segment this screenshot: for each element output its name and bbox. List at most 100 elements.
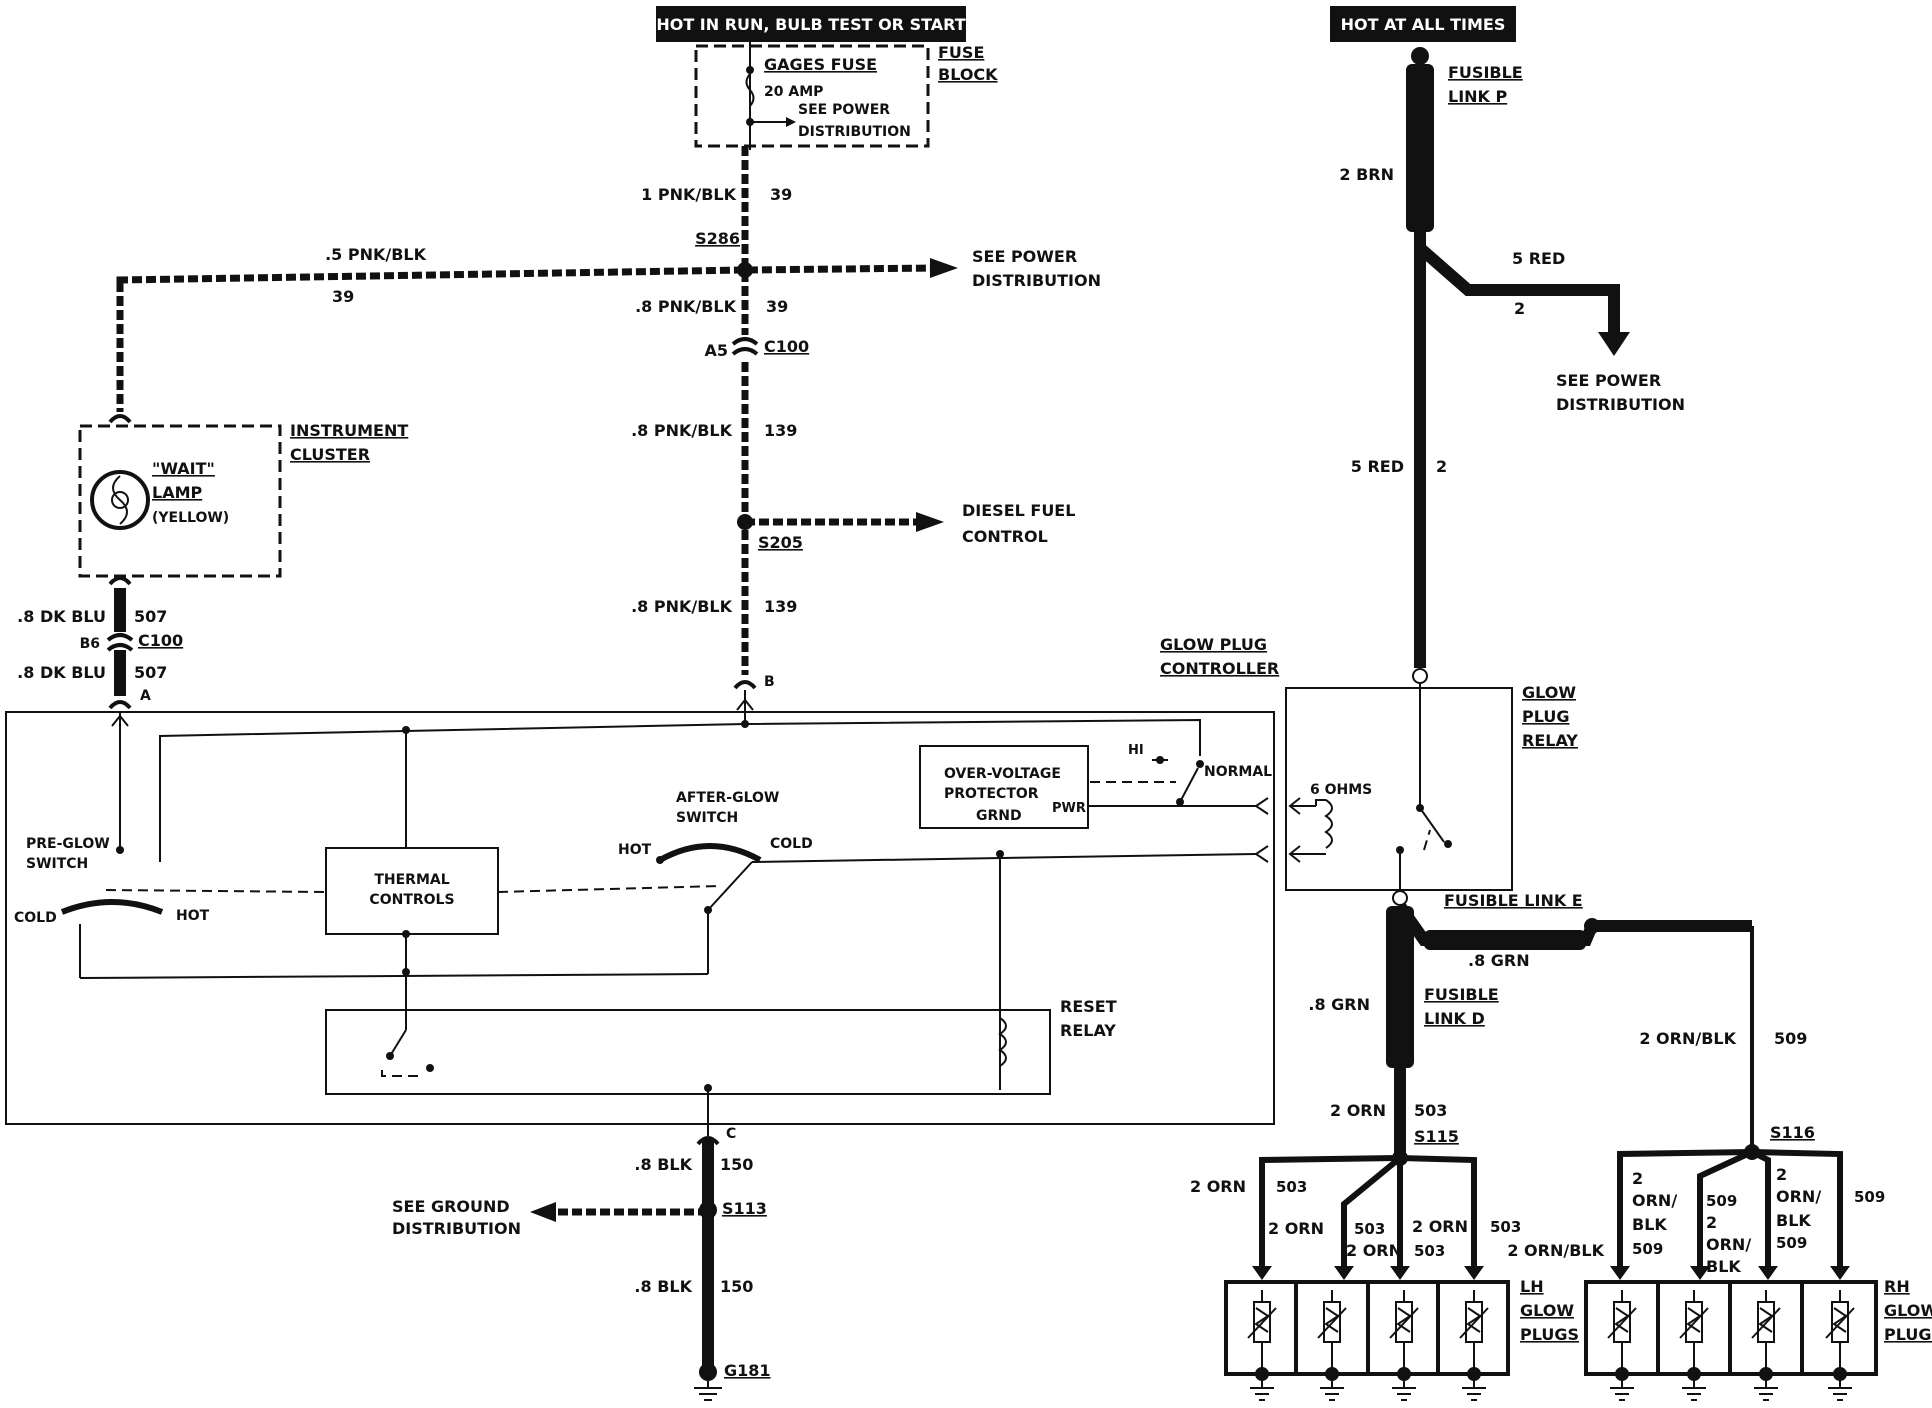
pin-c-label: C — [726, 1126, 736, 1142]
gages-fuse-label: GAGES FUSE — [764, 55, 877, 74]
wire-8-grn-label-b: .8 GRN — [1308, 995, 1370, 1014]
connector-c100-label-b: C100 — [138, 631, 183, 650]
fusible-link-p-label-2: LINK P — [1448, 87, 1508, 106]
diesel-fuel-label: DIESEL FUEL — [962, 501, 1075, 520]
hot-at-all-times-header-box — [1330, 6, 1516, 42]
splice-s286 — [737, 262, 753, 278]
rh-b2-label: ORN/ — [1632, 1191, 1677, 1210]
splice-s113-label: S113 — [722, 1199, 767, 1218]
reset-relay-label: RESET — [1060, 997, 1117, 1016]
grnd-label: GRND — [976, 808, 1022, 824]
rh-b1-label: 2 — [1632, 1169, 1643, 1188]
connector-c100-label-a: C100 — [764, 337, 809, 356]
glow-plug-relay-label-2: PLUG — [1522, 707, 1569, 726]
fusible-link-p-label: FUSIBLE — [1448, 63, 1523, 82]
fusible-link-d-label-2: LINK D — [1424, 1009, 1485, 1028]
glow-plug-icon — [1459, 1290, 1489, 1401]
hot-in-run-header: HOT IN RUN, BULB TEST OR START — [656, 15, 965, 34]
wire-8-pnk-blk-label-b: .8 PNK/BLK — [631, 421, 733, 440]
wire-8-blk-label-a: .8 BLK — [634, 1155, 692, 1174]
pin-a-label: A — [140, 688, 151, 704]
rh-a-wire-label: 2 ORN/BLK — [1507, 1241, 1604, 1260]
fuse-rating: 20 AMP — [764, 84, 823, 100]
fusible-link-p — [1406, 64, 1434, 232]
rh-b3-label: BLK — [1632, 1215, 1667, 1234]
lh-a-circuit-label: 503 — [1276, 1178, 1307, 1196]
lh-glow-plugs-label: LH — [1520, 1277, 1544, 1296]
wire-5-pnk-blk — [116, 264, 936, 284]
reset-relay-box — [325, 1009, 1051, 1095]
wait-lamp-bulb-icon — [90, 470, 150, 530]
pin-a5-label: A5 — [704, 341, 728, 360]
fusible-e-joint — [1584, 918, 1600, 934]
see-power-right-distribution-label: DISTRIBUTION — [1556, 395, 1685, 414]
rh-glow-plugs-label-3: PLUGS — [1884, 1325, 1932, 1344]
rh-c1-label: 509 — [1706, 1192, 1737, 1210]
circuit-2-label-a: 2 — [1514, 299, 1525, 318]
lh-b-wire-label: 2 ORN — [1268, 1219, 1324, 1238]
after-glow-hot-label: HOT — [618, 842, 652, 858]
after-glow-cold-label: COLD — [770, 836, 813, 852]
glow-plug-icon — [1607, 1290, 1637, 1401]
lh-glow-plugs — [1224, 1280, 1510, 1376]
connector-pin-c — [696, 1136, 720, 1146]
glow-plug-icons — [1247, 1290, 1855, 1401]
after-glow-switch-label-2: SWITCH — [676, 810, 738, 826]
reset-relay-label-2: RELAY — [1060, 1021, 1116, 1040]
circuit-39-label-c: 39 — [766, 297, 788, 316]
wire-2-orn-blk-label: 2 ORN/BLK — [1639, 1029, 1736, 1048]
rh-glow-plugs — [1584, 1280, 1878, 1376]
lh-b-circuit-label: 503 — [1354, 1220, 1385, 1238]
rh-c2-label: 2 — [1706, 1213, 1717, 1232]
connector-pin-a — [108, 700, 132, 710]
after-glow-switch-label: AFTER-GLOW — [676, 790, 779, 806]
wire-8-dk-blu-label-a: .8 DK BLU — [17, 607, 106, 626]
glow-plug-controller-label: GLOW PLUG — [1160, 635, 1267, 654]
control-label: CONTROL — [962, 527, 1048, 546]
fusible-link-d-label: FUSIBLE — [1424, 985, 1499, 1004]
pin-b6-label: B6 — [80, 636, 100, 652]
arrow-see-ground — [530, 1202, 556, 1222]
pre-glow-switch-label-2: SWITCH — [26, 856, 88, 872]
circuit-2-label-b: 2 — [1436, 457, 1447, 476]
wire-8-dk-blu-label-b: .8 DK BLU — [17, 663, 106, 682]
lh-d-circuit-label: 503 — [1490, 1218, 1521, 1236]
battery-terminal — [1411, 47, 1429, 65]
fuse-distribution: DISTRIBUTION — [798, 124, 911, 140]
rh-b4-label: 509 — [1632, 1240, 1663, 1258]
normal-label: NORMAL — [1204, 764, 1272, 780]
rh-c3-label: ORN/ — [1706, 1235, 1751, 1254]
cluster-input-connector — [108, 414, 132, 424]
relay-input-terminal — [1412, 668, 1428, 684]
wire-5-red-branch — [1416, 243, 1620, 336]
ground-g181-label: G181 — [724, 1361, 771, 1380]
wire-8-pnk-blk-label-a: .8 PNK/BLK — [635, 297, 737, 316]
rh-branch-wiring — [1610, 1149, 1850, 1280]
wire-8-blk-label-b: .8 BLK — [634, 1277, 692, 1296]
fuse-block-label-2: BLOCK — [938, 65, 998, 84]
pre-glow-switch-label: PRE-GLOW — [26, 836, 110, 852]
hot-at-all-times-header: HOT AT ALL TIMES — [1341, 15, 1506, 34]
glow-plug-icon — [1317, 1290, 1347, 1401]
relay-6-ohms-label: 6 OHMS — [1310, 782, 1372, 798]
lamp-label: LAMP — [152, 483, 203, 502]
instrument-cluster-box — [78, 424, 282, 578]
rh-d2-label: ORN/ — [1776, 1187, 1821, 1206]
connector-c100-a5 — [731, 337, 759, 356]
hot-in-run-header-box — [656, 6, 966, 42]
arrow-diesel-fuel — [916, 512, 944, 532]
see-power-distribution-label: DISTRIBUTION — [972, 271, 1101, 290]
circuit-139-label-b: 139 — [764, 597, 797, 616]
glow-plug-controller-box — [5, 711, 1275, 1125]
fusible-link-d — [1386, 906, 1414, 1068]
wire-5-red-label-b: 5 RED — [1351, 457, 1404, 476]
fuse-block: FUSE BLOCK GAGES FUSE 20 AMP SEE POWER D… — [694, 42, 998, 150]
cluster-output-connector — [108, 576, 132, 586]
wire-8-grn-label-a: .8 GRN — [1468, 951, 1530, 970]
glow-plug-icon — [1679, 1290, 1709, 1401]
fuse-block-label: FUSE — [938, 43, 984, 62]
lh-c-wire-label: 2 ORN — [1346, 1241, 1402, 1260]
circuit-39-label-b: 39 — [332, 287, 354, 306]
circuit-139-label-a: 139 — [764, 421, 797, 440]
circuit-509-label: 509 — [1774, 1029, 1807, 1048]
